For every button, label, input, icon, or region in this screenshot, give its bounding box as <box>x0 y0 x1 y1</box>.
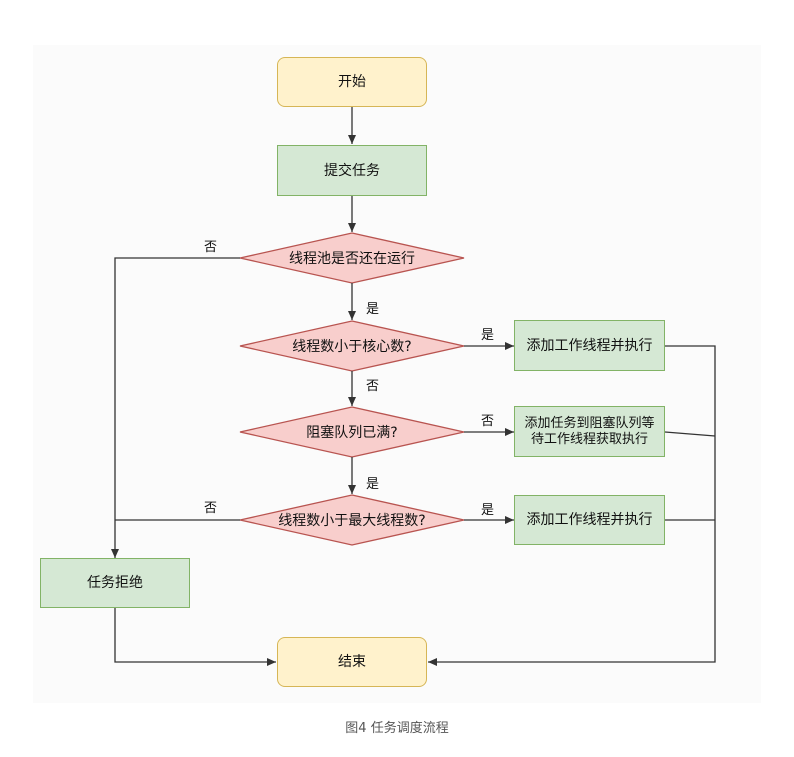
decision-running: 线程池是否还在运行 <box>289 251 415 267</box>
edge-addworker1-end <box>428 345 716 666</box>
decision-core: 线程数小于核心数? <box>292 339 412 355</box>
start-node: 开始 <box>277 57 427 107</box>
edge-label-queue-yes: 是 <box>366 477 380 492</box>
decision-queue-full: 阻塞队列已满? <box>306 425 398 441</box>
edge-label-max-no: 否 <box>204 501 218 516</box>
edge-label-running-no: 否 <box>204 240 218 255</box>
decision-shape-max <box>239 494 465 546</box>
add-worker-node-1: 添加工作线程并执行 <box>514 320 665 371</box>
edge-label-max-yes: 是 <box>481 503 495 518</box>
figure-caption: 图4 任务调度流程 <box>345 721 449 736</box>
reject-node: 任务拒绝 <box>40 558 190 608</box>
submit-task-node: 提交任务 <box>277 145 427 196</box>
end-node: 结束 <box>277 637 427 687</box>
enqueue-task-node: 添加任务到阻塞队列等待工作线程获取执行 <box>514 406 665 457</box>
edge-label-queue-no: 否 <box>481 414 495 429</box>
edge-reject-end <box>114 608 276 666</box>
edge-label-core-no: 否 <box>366 379 380 394</box>
decision-max: 线程数小于最大线程数? <box>278 513 426 529</box>
add-worker-node-2: 添加工作线程并执行 <box>514 495 665 545</box>
edge-label-core-yes: 是 <box>481 328 495 343</box>
edge-label-running-yes: 是 <box>366 302 380 317</box>
edge-enqueue-end <box>664 431 716 437</box>
edge-running-reject <box>111 257 240 558</box>
